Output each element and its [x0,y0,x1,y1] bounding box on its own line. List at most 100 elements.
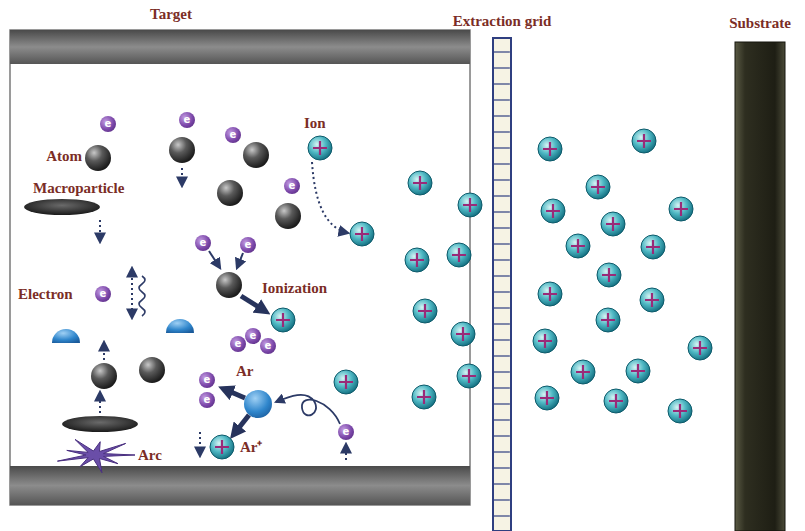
grid-rung [494,147,510,148]
ion [669,197,693,221]
electron-symbol: e [245,240,252,250]
motion-arrow [99,220,101,242]
ion-sphere [632,129,656,153]
electron: e [338,424,354,440]
grid-rung [494,163,510,164]
ion [688,336,712,360]
ion [604,389,628,413]
grid-rung [494,211,510,212]
ion [308,136,332,160]
ion [405,248,429,272]
part-label: Ionization [262,279,327,297]
grid-rung [494,387,510,388]
atom [243,142,269,168]
ion-sphere [533,329,557,353]
grid-rung [494,259,510,260]
ion [566,234,590,258]
motion-arrow [199,432,201,456]
target-top-plate [10,30,470,64]
electron: e [195,235,211,251]
part-label: Macroparticle [33,179,124,197]
electron: e [284,178,300,194]
electron-symbol: e [289,181,296,191]
target-chamber [10,30,470,505]
part-label: Ar [236,362,254,380]
grid-rung [494,339,510,340]
electron: e [100,116,116,132]
plus-sign [576,365,590,379]
grid-rung [494,195,510,196]
extraction-grid: Extraction grid [492,38,512,531]
ion [538,137,562,161]
plus-sign [456,327,470,341]
plus-sign [591,180,605,194]
part-heading: Target [150,5,192,23]
ion-sphere [408,171,432,195]
grid-rung [494,451,510,452]
plus-sign [339,375,353,389]
plus-sign [462,369,476,383]
ion-sphere [668,399,692,423]
ion-sphere [566,234,590,258]
ion [408,171,432,195]
ion-sphere [597,263,621,287]
electron: e [260,338,276,354]
impact-arrow [209,251,220,268]
plus-sign [631,364,645,378]
ion-sphere [405,248,429,272]
part-label: Atom [46,147,82,165]
dome-particle [166,319,194,333]
ion [334,370,358,394]
plus-sign [674,202,688,216]
ion [597,263,621,287]
electron-symbol: e [100,289,107,299]
target-bottom-plate [10,466,470,505]
motion-arrow [312,162,348,233]
plus-sign [571,239,585,253]
electron: e [199,392,215,408]
plus-sign [413,176,427,190]
grid-rung [494,115,510,116]
grid-rung [494,515,510,516]
ion [626,359,650,383]
atom [275,203,301,229]
plus-sign [463,198,477,212]
plus-sign [215,440,229,454]
plus-sign [609,394,623,408]
plus-sign [355,227,369,241]
plus-sign [546,204,560,218]
ion [632,129,656,153]
atom [91,363,117,389]
grid-rung [494,499,510,500]
part-label: Ar⁺ [240,438,263,456]
plus-sign [645,293,659,307]
plus-sign [543,142,557,156]
grid-rung [494,99,510,100]
target-region: Targeteeeeeeeeeeeee [10,30,470,505]
ion-sphere [334,370,358,394]
ion [538,282,562,306]
atom [217,180,243,206]
ion [457,364,481,388]
ion-sphere [457,364,481,388]
electron-symbol: e [343,427,350,437]
grid-rung [494,227,510,228]
ion [640,288,664,312]
ion [350,222,374,246]
ion [596,308,620,332]
grid-rung [494,51,510,52]
ion-sphere [586,175,610,199]
plus-sign [313,141,327,155]
plus-sign [543,287,557,301]
plus-sign [538,334,552,348]
electron-symbol: e [265,341,272,351]
grid-rung [494,67,510,68]
ion-sphere [458,193,482,217]
grid-rung [494,371,510,372]
particles [24,129,712,473]
electron: e [179,112,195,128]
ion-sphere [641,235,665,259]
ion-sphere [535,386,559,410]
